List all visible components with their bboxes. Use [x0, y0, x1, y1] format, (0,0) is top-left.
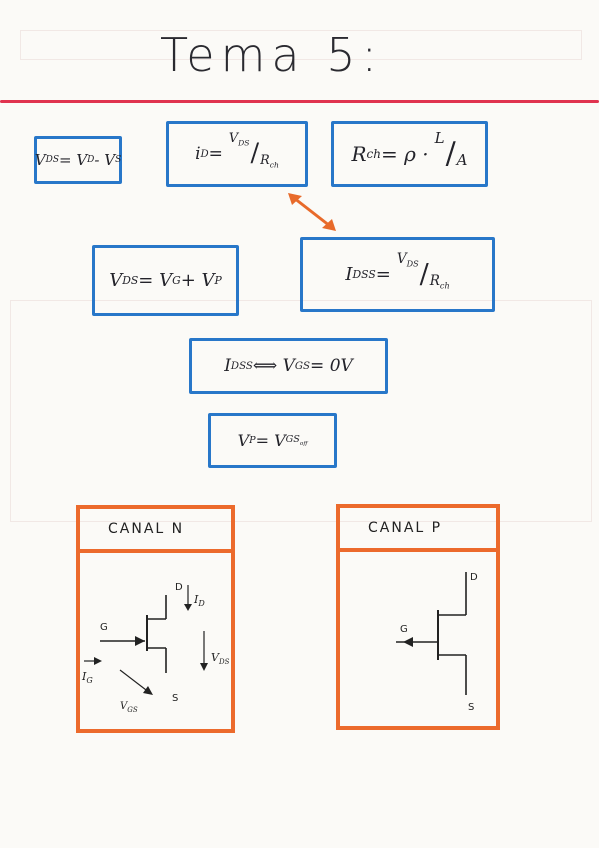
page-title: Tema 5: [160, 28, 383, 82]
subscript: GS [127, 706, 138, 714]
subscript: P [249, 435, 256, 446]
denominator: A [456, 151, 468, 169]
numerator: VDS [229, 131, 250, 148]
operator: = [208, 144, 223, 164]
double-arrow-icon [288, 193, 336, 231]
symbol: V [120, 701, 129, 712]
subscript: ch [366, 147, 381, 161]
symbol: I [193, 593, 199, 606]
subscript: P [214, 274, 222, 287]
numerator: VDS [397, 251, 419, 269]
subscript: GSoff [286, 434, 308, 447]
symbol: I [345, 264, 353, 285]
symbol: V [237, 431, 250, 450]
source-label: S [172, 693, 178, 704]
canal-n-diagram: CANAL N G D S ID VDS IG VGS [76, 505, 235, 733]
canal-n-heading: CANAL N [80, 509, 231, 553]
drain-label: D [470, 572, 478, 583]
operator: + V [180, 270, 215, 291]
subscript: G [172, 274, 181, 287]
symbol: R [429, 273, 440, 289]
fraction: VDS / Rch [229, 131, 279, 170]
operator: = V [59, 151, 88, 169]
symbol: I [81, 670, 87, 683]
p-channel-jfet-symbol: G D S [396, 572, 478, 713]
symbol: V [34, 151, 46, 169]
symbol: V [109, 270, 123, 291]
subscript: D [200, 148, 209, 160]
subscript: DS [238, 138, 250, 148]
subscript-text: GS [285, 434, 300, 446]
symbol: V [211, 651, 220, 664]
source-label: S [468, 702, 474, 713]
subscript: DS [218, 658, 230, 666]
subscript: DSS [230, 360, 253, 372]
subscript: ch [439, 280, 450, 291]
arrow-head-icon [184, 604, 192, 611]
subscript: D [197, 599, 205, 608]
fraction-slash: / [445, 136, 456, 171]
ig-label: IG [81, 670, 93, 685]
arrow-head-icon [200, 663, 208, 671]
subscript: DS [45, 155, 59, 165]
bleed-through [10, 300, 592, 522]
symbol: V [228, 131, 239, 147]
operator: ⟺ V [252, 356, 295, 376]
operator: = 0V [310, 356, 353, 376]
fraction: VDS / Rch [397, 251, 450, 291]
subscript: DSS [352, 268, 376, 281]
operator: = ρ · [381, 142, 429, 166]
fraction-slash: / [250, 138, 260, 169]
fraction: L / A [435, 129, 468, 171]
operator: = V [138, 270, 173, 291]
gate-label: G [400, 624, 408, 635]
operator: - V [94, 151, 116, 169]
arrow-head-icon [94, 657, 102, 665]
vds-label: VDS [211, 651, 230, 666]
denominator: Rch [430, 273, 450, 291]
gate-arrow-icon [403, 637, 413, 647]
operator: = [375, 264, 391, 285]
gate-label: G [100, 622, 108, 633]
canal-p-heading: CANAL P [340, 508, 496, 552]
denominator: Rch [260, 153, 279, 170]
symbol: V [396, 251, 407, 267]
fraction-slash: / [419, 259, 429, 290]
symbol: R [260, 153, 270, 169]
vgs-label: VGS [120, 701, 138, 714]
id-label: ID [193, 593, 205, 608]
subscript: G [86, 676, 93, 685]
numerator: L [434, 129, 445, 147]
subscript: GS [294, 360, 311, 372]
drain-label: D [175, 582, 183, 593]
subscript: D [87, 155, 95, 165]
symbol: I [224, 356, 231, 376]
arrow-head-icon [143, 686, 153, 695]
subscript: S [115, 155, 122, 165]
symbol: R [351, 142, 367, 166]
subscript: DS [406, 258, 419, 269]
canal-p-diagram: CANAL P G D S [336, 504, 500, 730]
gate-arrow-icon [135, 636, 145, 646]
subscript: ch [269, 160, 279, 170]
operator: = V [255, 431, 286, 450]
subscript: DS [122, 274, 139, 287]
subscript-text: off [299, 440, 308, 447]
symbol: i [195, 144, 201, 164]
vgs-arrow [119, 669, 151, 694]
title-underline [0, 100, 599, 103]
n-channel-jfet-symbol: G D S ID VDS IG VGS [81, 582, 230, 714]
